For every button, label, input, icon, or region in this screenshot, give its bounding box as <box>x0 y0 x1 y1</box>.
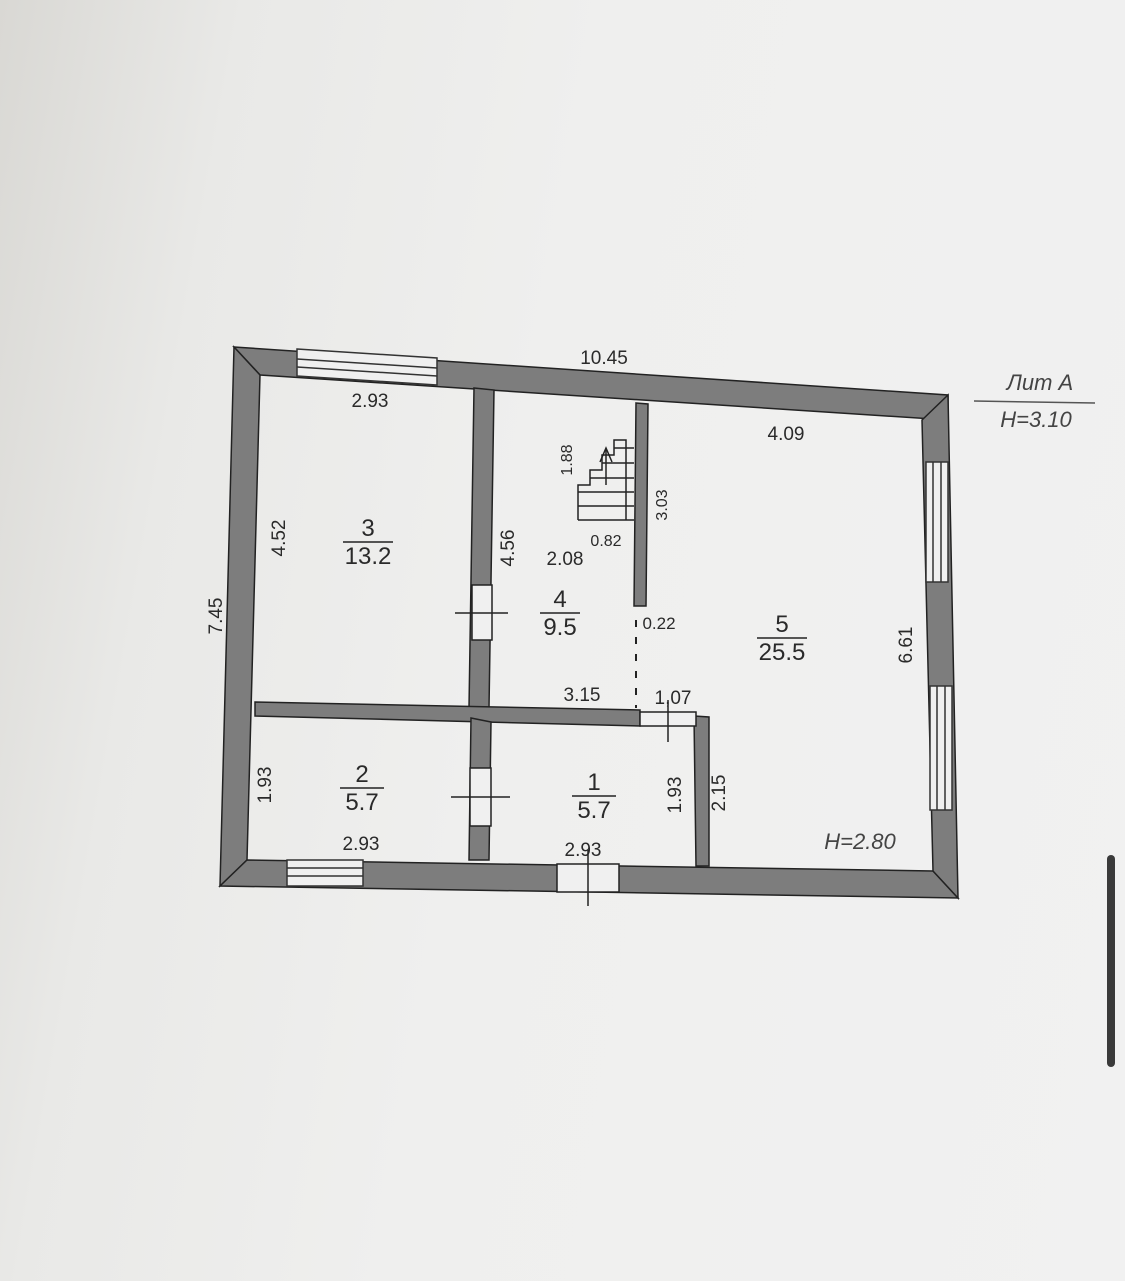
room-2-area: 5.7 <box>345 789 378 816</box>
dim-room5-top: 4.09 <box>768 424 805 445</box>
dim-gap: 0.22 <box>642 614 675 633</box>
dimension-labels: 10.45 7.45 2.93 4.52 4.56 2.08 3.15 1.88… <box>206 348 917 861</box>
window-right-lower <box>929 685 953 811</box>
dim-room5-side: 6.61 <box>896 627 917 664</box>
dim-overall-depth: 7.45 <box>206 598 227 635</box>
dim-gap-bottom: 1,07 <box>655 688 692 709</box>
dim-wall-length: 3.03 <box>654 489 671 520</box>
dim-room3-top: 2.93 <box>352 391 389 412</box>
dim-room4-width: 2.08 <box>547 549 584 570</box>
room-5-number: 5 <box>775 611 788 638</box>
room-height-label: H=2.80 <box>824 829 896 854</box>
window-bottom <box>286 859 364 887</box>
dim-room1-bottom: 2.93 <box>565 840 602 861</box>
lit-annotation: Лит А H=3.10 <box>973 370 1096 432</box>
room-2-number: 2 <box>355 761 368 788</box>
room-1-area: 5.7 <box>577 797 610 824</box>
wall-stair <box>633 402 649 607</box>
room-3-area: 13.2 <box>345 543 392 570</box>
dim-room4-side: 4.56 <box>498 530 519 567</box>
dim-room4-bottom: 3.15 <box>564 685 601 706</box>
windows <box>286 348 953 887</box>
staircase <box>577 439 634 521</box>
room-1-number: 1 <box>587 769 600 796</box>
dim-overall-width: 10.45 <box>580 348 628 369</box>
dim-room1-side2: 2.15 <box>709 775 730 812</box>
dim-room2-bottom: 2.93 <box>343 834 380 855</box>
dim-room3-side: 4.52 <box>269 520 290 557</box>
room-3-number: 3 <box>361 515 374 542</box>
scrollbar[interactable] <box>1107 855 1115 1067</box>
wall-room3-room4 <box>468 387 495 709</box>
lit-height: H=3.10 <box>1000 407 1072 432</box>
room-5-area: 25.5 <box>759 639 806 666</box>
room-4-area: 9.5 <box>543 614 576 641</box>
dim-stair-length: 1.88 <box>559 444 576 475</box>
window-right-upper <box>925 461 949 583</box>
dim-room2-side: 1.93 <box>255 767 276 804</box>
wall-room1-right <box>693 715 710 867</box>
lit-label: Лит А <box>1005 370 1073 395</box>
dim-stair-width: 0.82 <box>590 533 621 550</box>
dim-room1-side: 1.93 <box>665 777 686 814</box>
room-labels: 3 13.2 4 9.5 5 25.5 2 5.7 1 5.7 <box>340 515 807 824</box>
room-4-number: 4 <box>553 586 566 613</box>
doors <box>451 584 697 906</box>
